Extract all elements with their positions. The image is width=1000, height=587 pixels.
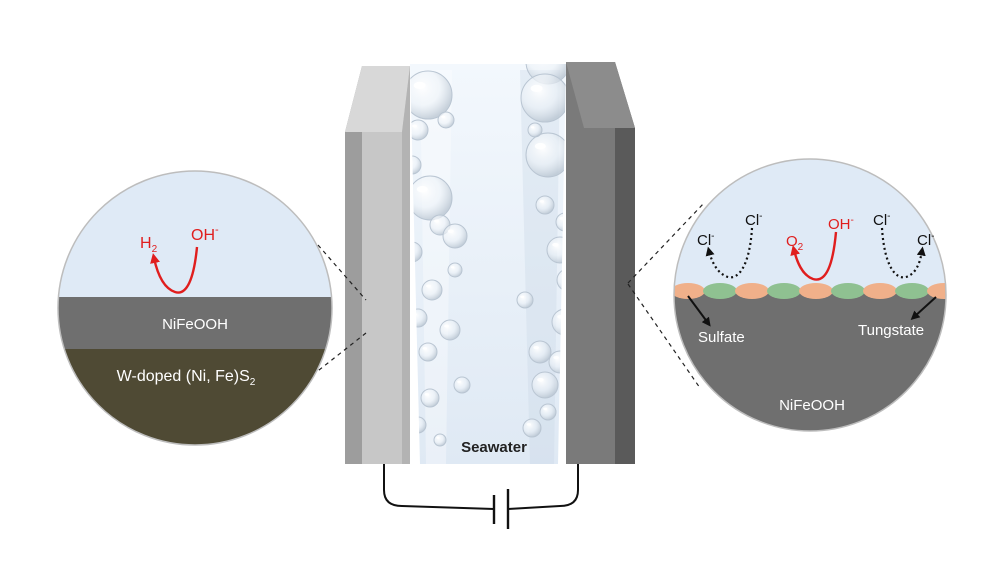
- bubble: [528, 340, 552, 364]
- bubble-highlight: [534, 142, 546, 150]
- o2-label: O2: [786, 233, 804, 253]
- nifeooh-layer: [58, 297, 332, 349]
- bubble: [442, 223, 468, 249]
- sulfate-dome: [927, 283, 946, 299]
- bubble-highlight: [457, 380, 462, 383]
- bubble-highlight: [557, 314, 564, 319]
- bubble-highlight: [552, 242, 559, 247]
- bubble-highlight: [412, 124, 417, 128]
- bubble-highlight: [441, 115, 446, 119]
- bubble: [410, 175, 453, 221]
- bubble-highlight: [553, 355, 559, 360]
- bubble: [437, 111, 455, 129]
- zoom-guide-lines: [299, 201, 706, 389]
- gas-bubbles: [410, 50, 566, 447]
- left-electrode: [345, 66, 410, 464]
- tungstate-dome: [895, 283, 929, 299]
- bubble-highlight: [444, 324, 449, 328]
- seawater-label: Seawater: [461, 439, 527, 456]
- adsorbed-anion-layer: [674, 283, 993, 299]
- external-circuit: [383, 464, 579, 510]
- bubble: [420, 388, 440, 408]
- bubble: [531, 371, 559, 399]
- bubble: [453, 376, 471, 394]
- bubble-highlight: [436, 436, 440, 439]
- oh-label-right: OH-: [828, 215, 854, 233]
- bubble: [447, 262, 463, 278]
- oh-to-h2-reaction-arrow: [150, 246, 199, 294]
- bubble-highlight: [413, 420, 418, 423]
- tungstate-label: Tungstate: [858, 322, 924, 339]
- sulfate-dome: [863, 283, 897, 299]
- bubble: [516, 291, 534, 309]
- bubble-highlight: [422, 347, 428, 350]
- chloride-repulsion-arcs: [705, 227, 926, 279]
- sulfide-substrate-layer: [58, 349, 332, 445]
- bubble: [539, 403, 557, 421]
- bubble: [535, 195, 555, 215]
- tungstate-pointer-arrow: [910, 296, 937, 321]
- nifeooh-layer-label: NiFeOOH: [162, 316, 228, 333]
- nifeooh-substrate: [674, 290, 946, 431]
- tungstate-dome: [959, 283, 993, 299]
- bubble: [418, 342, 438, 362]
- sulfide-layer-label: W-doped (Ni, Fe)S2: [117, 368, 256, 388]
- bubble-highlight: [530, 126, 535, 129]
- nifeooh-substrate-label: NiFeOOH: [779, 397, 845, 414]
- bubble-highlight: [434, 219, 439, 223]
- bubble: [421, 279, 443, 301]
- bubble-highlight: [426, 284, 431, 288]
- sulfate-dome: [735, 283, 769, 299]
- bubble-highlight: [537, 377, 544, 382]
- cl-label-3: Cl-: [873, 211, 891, 229]
- bubble-highlight: [533, 345, 539, 350]
- bubble-highlight: [559, 217, 565, 220]
- cl-label-4: Cl-: [917, 231, 935, 249]
- h2-label: H2: [140, 235, 158, 255]
- electrolysis-cell: Seawater: [345, 50, 635, 529]
- sulfate-label: Sulfate: [698, 329, 745, 346]
- bubble: [520, 73, 566, 123]
- bubble-highlight: [412, 313, 418, 316]
- bubble-highlight: [450, 266, 455, 269]
- oh-to-o2-reaction-arrow: [790, 231, 838, 281]
- right-electrode: [566, 62, 635, 464]
- bubble-highlight: [530, 84, 543, 92]
- cl-label-1: Cl-: [697, 231, 715, 249]
- bubble-highlight: [413, 81, 426, 89]
- bubble-highlight: [447, 229, 454, 233]
- cl-label-2: Cl-: [745, 211, 763, 229]
- tungstate-dome: [831, 283, 865, 299]
- bubble: [527, 122, 543, 138]
- right-inset-magnifier: Cl- Cl- Cl- Cl- O2 OH- Sulfate Tungstate…: [673, 158, 993, 432]
- bubble-highlight: [543, 407, 548, 410]
- tungstate-dome: [767, 283, 801, 299]
- sulfate-pointer-arrow: [687, 295, 711, 327]
- bubble: [525, 132, 566, 178]
- sulfate-dome: [674, 283, 705, 299]
- oh-label-left: OH-: [191, 224, 219, 244]
- bubble-highlight: [424, 393, 430, 396]
- bubble: [410, 416, 427, 434]
- bubble: [410, 308, 428, 328]
- electrolyte-region: [674, 159, 946, 290]
- bubble-highlight: [520, 295, 525, 298]
- bubble: [439, 319, 461, 341]
- bubble-highlight: [416, 185, 428, 193]
- left-inset-magnifier: H2 OH- NiFeOOH W-doped (Ni, Fe)S2: [57, 170, 333, 446]
- bubble: [522, 418, 542, 438]
- bubble: [433, 433, 447, 447]
- bubble: [410, 119, 429, 141]
- bubble-highlight: [526, 423, 532, 426]
- bubble-highlight: [535, 50, 546, 57]
- sulfate-dome: [799, 283, 833, 299]
- bubble-highlight: [539, 200, 545, 203]
- battery-icon: [492, 489, 510, 529]
- tungstate-dome: [703, 283, 737, 299]
